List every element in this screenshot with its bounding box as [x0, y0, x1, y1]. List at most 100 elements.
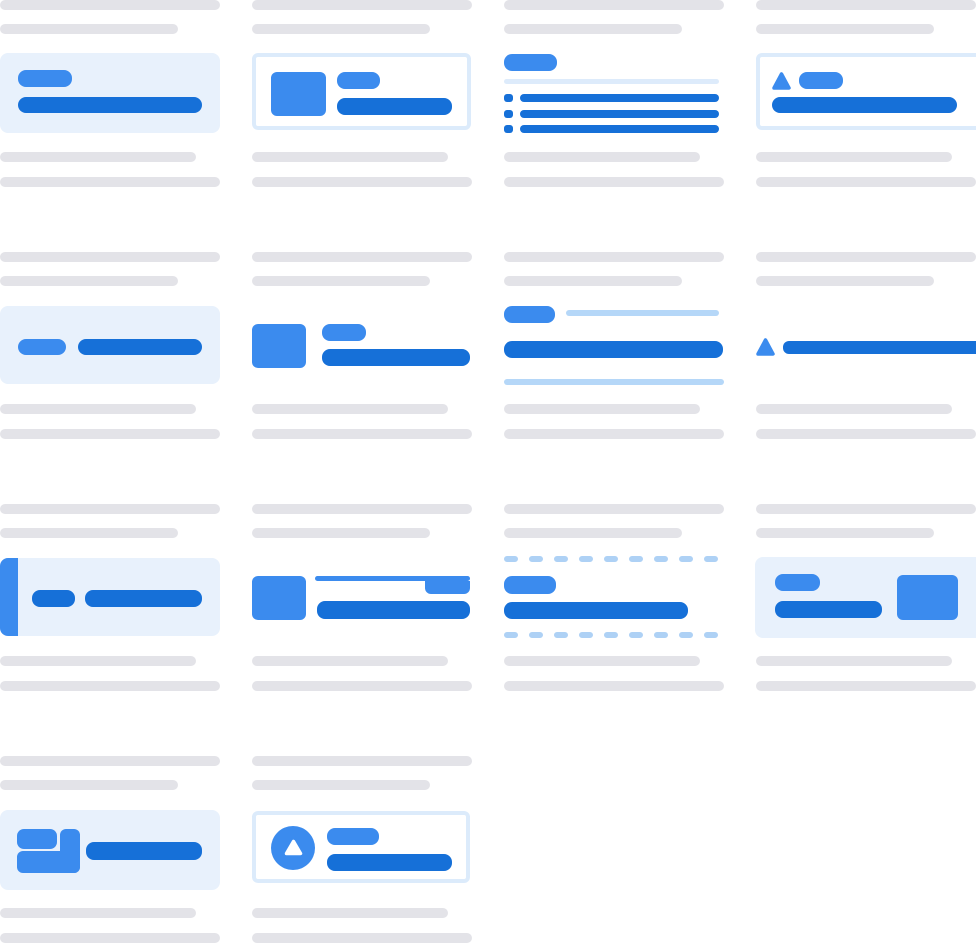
callout-outlined-avatar [252, 756, 472, 944]
paragraph-line [756, 152, 952, 162]
warning-triangle-icon [756, 338, 775, 356]
callout-dashed-section [504, 504, 724, 692]
paragraph-line [0, 656, 196, 666]
callout-text-bar [317, 601, 470, 619]
paragraph-line [0, 681, 220, 691]
overlap-icon-pill [17, 829, 57, 849]
paragraph-line [0, 528, 178, 538]
paragraph-line [504, 152, 700, 162]
paragraph-line [756, 24, 934, 34]
paragraph-line [252, 908, 448, 918]
callout-text-bar [18, 97, 202, 113]
callout-outlined-warning [756, 0, 976, 188]
paragraph-line [504, 276, 682, 286]
callout-text-bar [772, 97, 957, 113]
paragraph-line [252, 504, 472, 514]
paragraph-line [0, 429, 220, 439]
callout-text-bar [504, 602, 688, 619]
callout-border [252, 811, 470, 883]
callout-text-bar [85, 590, 202, 607]
paragraph-line [0, 933, 220, 943]
callout-border [756, 53, 976, 130]
paragraph-line [504, 656, 700, 666]
paragraph-line [252, 756, 472, 766]
title-side-rule [566, 310, 719, 316]
callout-warning-inline [756, 252, 976, 440]
callout-filled-media-right [755, 504, 976, 692]
callout-title-pill [504, 54, 557, 71]
paragraph-line [504, 177, 724, 187]
list-item-bar [520, 110, 719, 118]
callout-title-pill [18, 70, 72, 87]
callout-title-rule [504, 252, 724, 440]
paragraph-line [504, 681, 724, 691]
callout-title-pill [327, 828, 379, 845]
media-square [252, 324, 306, 368]
callout-title-pill [32, 590, 75, 607]
paragraph-line [252, 0, 472, 10]
callout-text-bar [327, 854, 452, 871]
callout-text-bar [322, 349, 470, 366]
paragraph-line [0, 252, 220, 262]
paragraph-line [756, 528, 934, 538]
paragraph-line [756, 276, 934, 286]
callout-filled-inline [0, 252, 220, 440]
list-item-bar [520, 125, 719, 133]
paragraph-line [0, 404, 196, 414]
paragraph-line [504, 429, 724, 439]
paragraph-line [756, 429, 976, 439]
dashed-divider [504, 556, 724, 562]
paragraph-line [504, 528, 682, 538]
callout-text-bar [504, 341, 723, 358]
callout-title-pill [18, 339, 66, 355]
media-square [252, 576, 306, 620]
media-square [897, 575, 958, 620]
paragraph-line [756, 504, 976, 514]
media-square [271, 72, 326, 116]
warning-triangle-icon [772, 72, 791, 90]
callout-media-link [252, 504, 472, 692]
paragraph-line [504, 24, 682, 34]
callout-text-bar [78, 339, 202, 355]
paragraph-line [0, 780, 178, 790]
callout-title-pill [799, 72, 843, 89]
callout-title-pill [322, 324, 366, 341]
paragraph-line [252, 276, 430, 286]
paragraph-line [252, 252, 472, 262]
paragraph-line [0, 177, 220, 187]
paragraph-line [504, 504, 724, 514]
callout-card [0, 53, 220, 133]
bottom-rule [504, 379, 724, 385]
paragraph-line [252, 429, 472, 439]
callout-bullet-list [504, 0, 724, 188]
paragraph-line [504, 252, 724, 262]
paragraph-line [252, 681, 472, 691]
paragraph-line [252, 177, 472, 187]
callout-text-bar [86, 842, 202, 860]
callout-media-plain [252, 252, 472, 440]
accent-left-bar [0, 558, 18, 636]
paragraph-line [504, 0, 724, 10]
paragraph-line [252, 528, 430, 538]
callout-text-bar [775, 601, 882, 618]
paragraph-line [252, 656, 448, 666]
paragraph-line [756, 0, 976, 10]
bullet-dot [504, 110, 513, 118]
paragraph-line [252, 780, 430, 790]
circle-triangle-icon [271, 826, 315, 870]
list-item-bar [520, 94, 719, 102]
paragraph-line [0, 276, 178, 286]
callout-outlined-media [252, 0, 472, 188]
paragraph-line [504, 404, 700, 414]
callout-filled-stacked [0, 0, 220, 188]
paragraph-line [0, 908, 196, 918]
paragraph-line [0, 152, 196, 162]
overlap-icon-bottom [17, 851, 80, 873]
dashed-divider [504, 632, 724, 638]
callout-filled-badge [0, 756, 220, 944]
bullet-dot [504, 94, 513, 102]
paragraph-line [756, 656, 952, 666]
callout-text-bar [337, 98, 452, 115]
